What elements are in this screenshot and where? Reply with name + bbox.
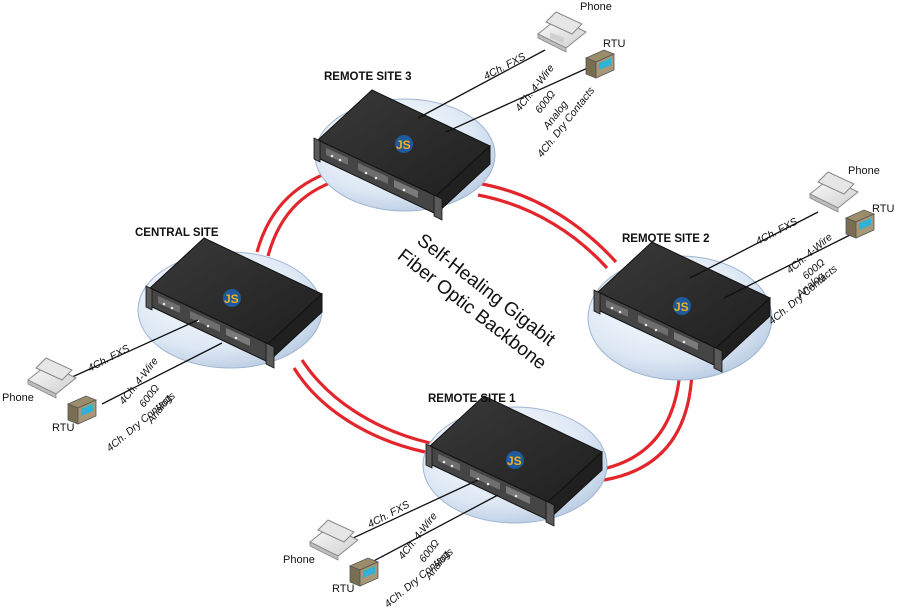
- svg-text:JS: JS: [224, 292, 239, 306]
- fxs-label-remote3: 4Ch. FXS: [482, 51, 528, 83]
- svg-text:JS: JS: [396, 138, 411, 152]
- rtu-label-remote3: RTU: [603, 38, 625, 50]
- phone-icon-central: [27, 357, 77, 399]
- js-logo-remote1: JS: [506, 451, 524, 469]
- site-label-remote2: REMOTE SITE 2: [622, 233, 710, 245]
- fxs-label-central: 4Ch. FXS: [86, 343, 132, 375]
- js-logo-remote3: JS: [395, 135, 413, 153]
- rtu-label-central: RTU: [52, 422, 74, 434]
- phone-label-remote2: Phone: [848, 165, 880, 177]
- site-label-remote1: REMOTE SITE 1: [428, 393, 516, 405]
- rtu-icon-remote2: [844, 209, 876, 239]
- backbone-title: Self-Healing Gigabit Fiber Optic Backbon…: [393, 230, 559, 374]
- phone-icon-remote1: [309, 519, 359, 561]
- site-label-central: CENTRAL SITE: [135, 227, 219, 239]
- phone-label-remote1: Phone: [283, 554, 315, 566]
- fiber-remote3-remote2-b: [477, 193, 609, 270]
- fiber-central-remote1-a: [292, 367, 426, 454]
- labels-remote3: 4Ch. FXS 4Ch. 4-Wire 600Ω Analog 4Ch. Dr…: [482, 51, 598, 160]
- svg-text:JS: JS: [507, 454, 522, 468]
- wire-line-central: [101, 342, 223, 405]
- rtu-label-remote1: RTU: [332, 583, 354, 595]
- labels-central: 4Ch. FXS 4Ch. 4-Wire 600Ω Analog 4Ch. Dr…: [86, 343, 178, 455]
- fxs-label-remote2: 4Ch. FXS: [754, 216, 800, 248]
- fiber-ring: [255, 166, 694, 482]
- fiber-central-remote1-b: [300, 359, 431, 445]
- wire-line-remote1: [367, 494, 499, 565]
- fiber-remote3-remote2-a: [481, 182, 618, 264]
- js-logo-remote2: JS: [673, 297, 691, 315]
- fxs-line-central: [69, 319, 199, 379]
- connection-lines: [69, 49, 857, 565]
- fxs-line-remote2: [689, 211, 819, 279]
- fxs-line-remote3: [417, 49, 546, 119]
- fxs-line-remote1: [337, 479, 479, 546]
- rtu-icon-central: [66, 395, 98, 425]
- phone-icon-remote3: [537, 11, 587, 53]
- site-label-remote3: REMOTE SITE 3: [324, 71, 412, 83]
- rtu-label-remote2: RTU: [872, 203, 894, 215]
- wire-line-remote3: [445, 65, 593, 133]
- fiber-remote2-remote1-b: [603, 369, 694, 482]
- wire-line-remote2: [723, 231, 857, 299]
- phone-label-central: Phone: [2, 392, 34, 404]
- svg-text:JS: JS: [674, 300, 689, 314]
- rtu-icon-remote3: [584, 49, 616, 79]
- labels-remote1: 4Ch. FXS 4Ch. 4-Wire 600Ω Analog 4Ch. Dr…: [366, 499, 456, 611]
- js-logo-central: JS: [223, 289, 241, 307]
- fiber-remote2-remote1-a: [597, 369, 682, 472]
- phone-icon-remote2: [809, 171, 859, 213]
- phone-label-remote3: Phone: [580, 1, 612, 13]
- rtu-icon-remote1: [348, 557, 380, 587]
